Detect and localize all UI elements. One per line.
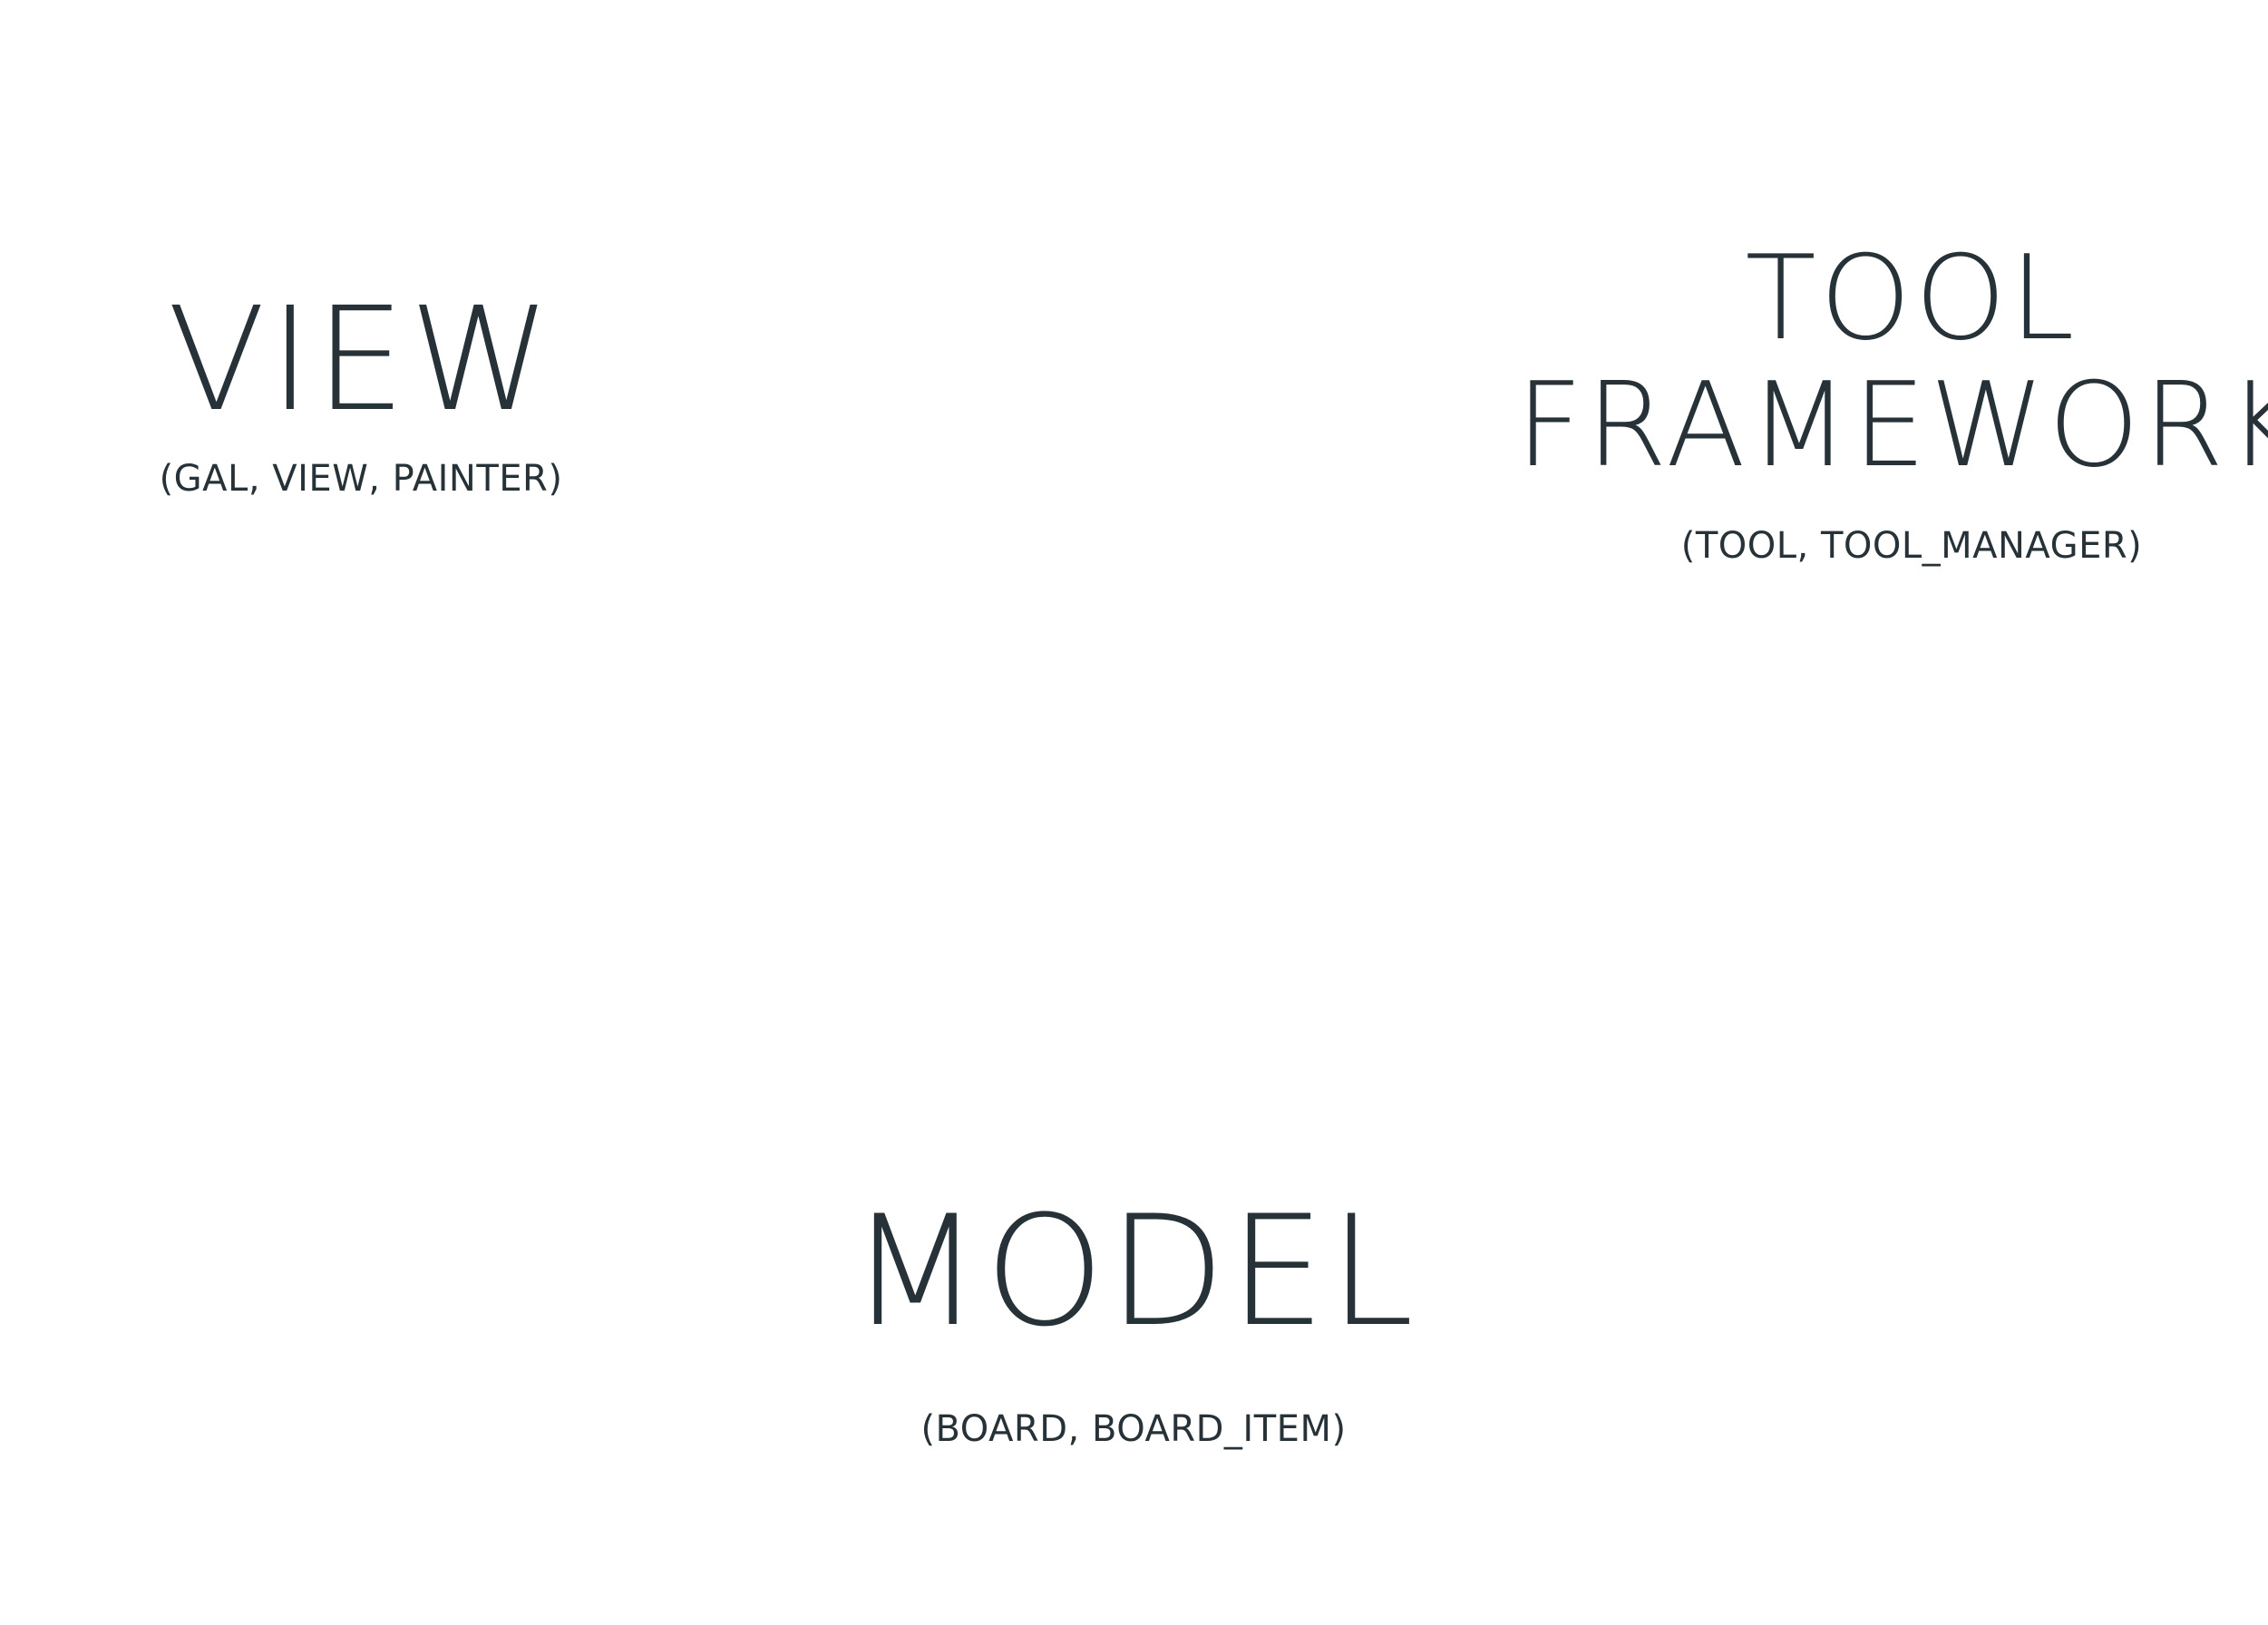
model-title: MODEL — [849, 1182, 1418, 1360]
model-subtitle: (BOARD, BOARD_ITEM) — [920, 1408, 1347, 1450]
model-node: MODEL (BOARD, BOARD_ITEM) — [850, 1195, 1417, 1447]
tool-framework-node: TOOL FRAMEWORK (TOOL, TOOL_MANAGER) — [1515, 231, 2268, 567]
view-node: VIEW (GAL, VIEW, PAINTER) — [160, 288, 563, 497]
view-subtitle: (GAL, VIEW, PAINTER) — [159, 458, 563, 500]
tool-framework-subtitle: (TOOL, TOOL_MANAGER) — [1680, 525, 2143, 567]
tool-framework-title-line1: TOOL — [1745, 231, 2078, 366]
tool-framework-title-line2: FRAMEWORK — [1515, 358, 2268, 493]
view-title: VIEW — [167, 277, 555, 443]
